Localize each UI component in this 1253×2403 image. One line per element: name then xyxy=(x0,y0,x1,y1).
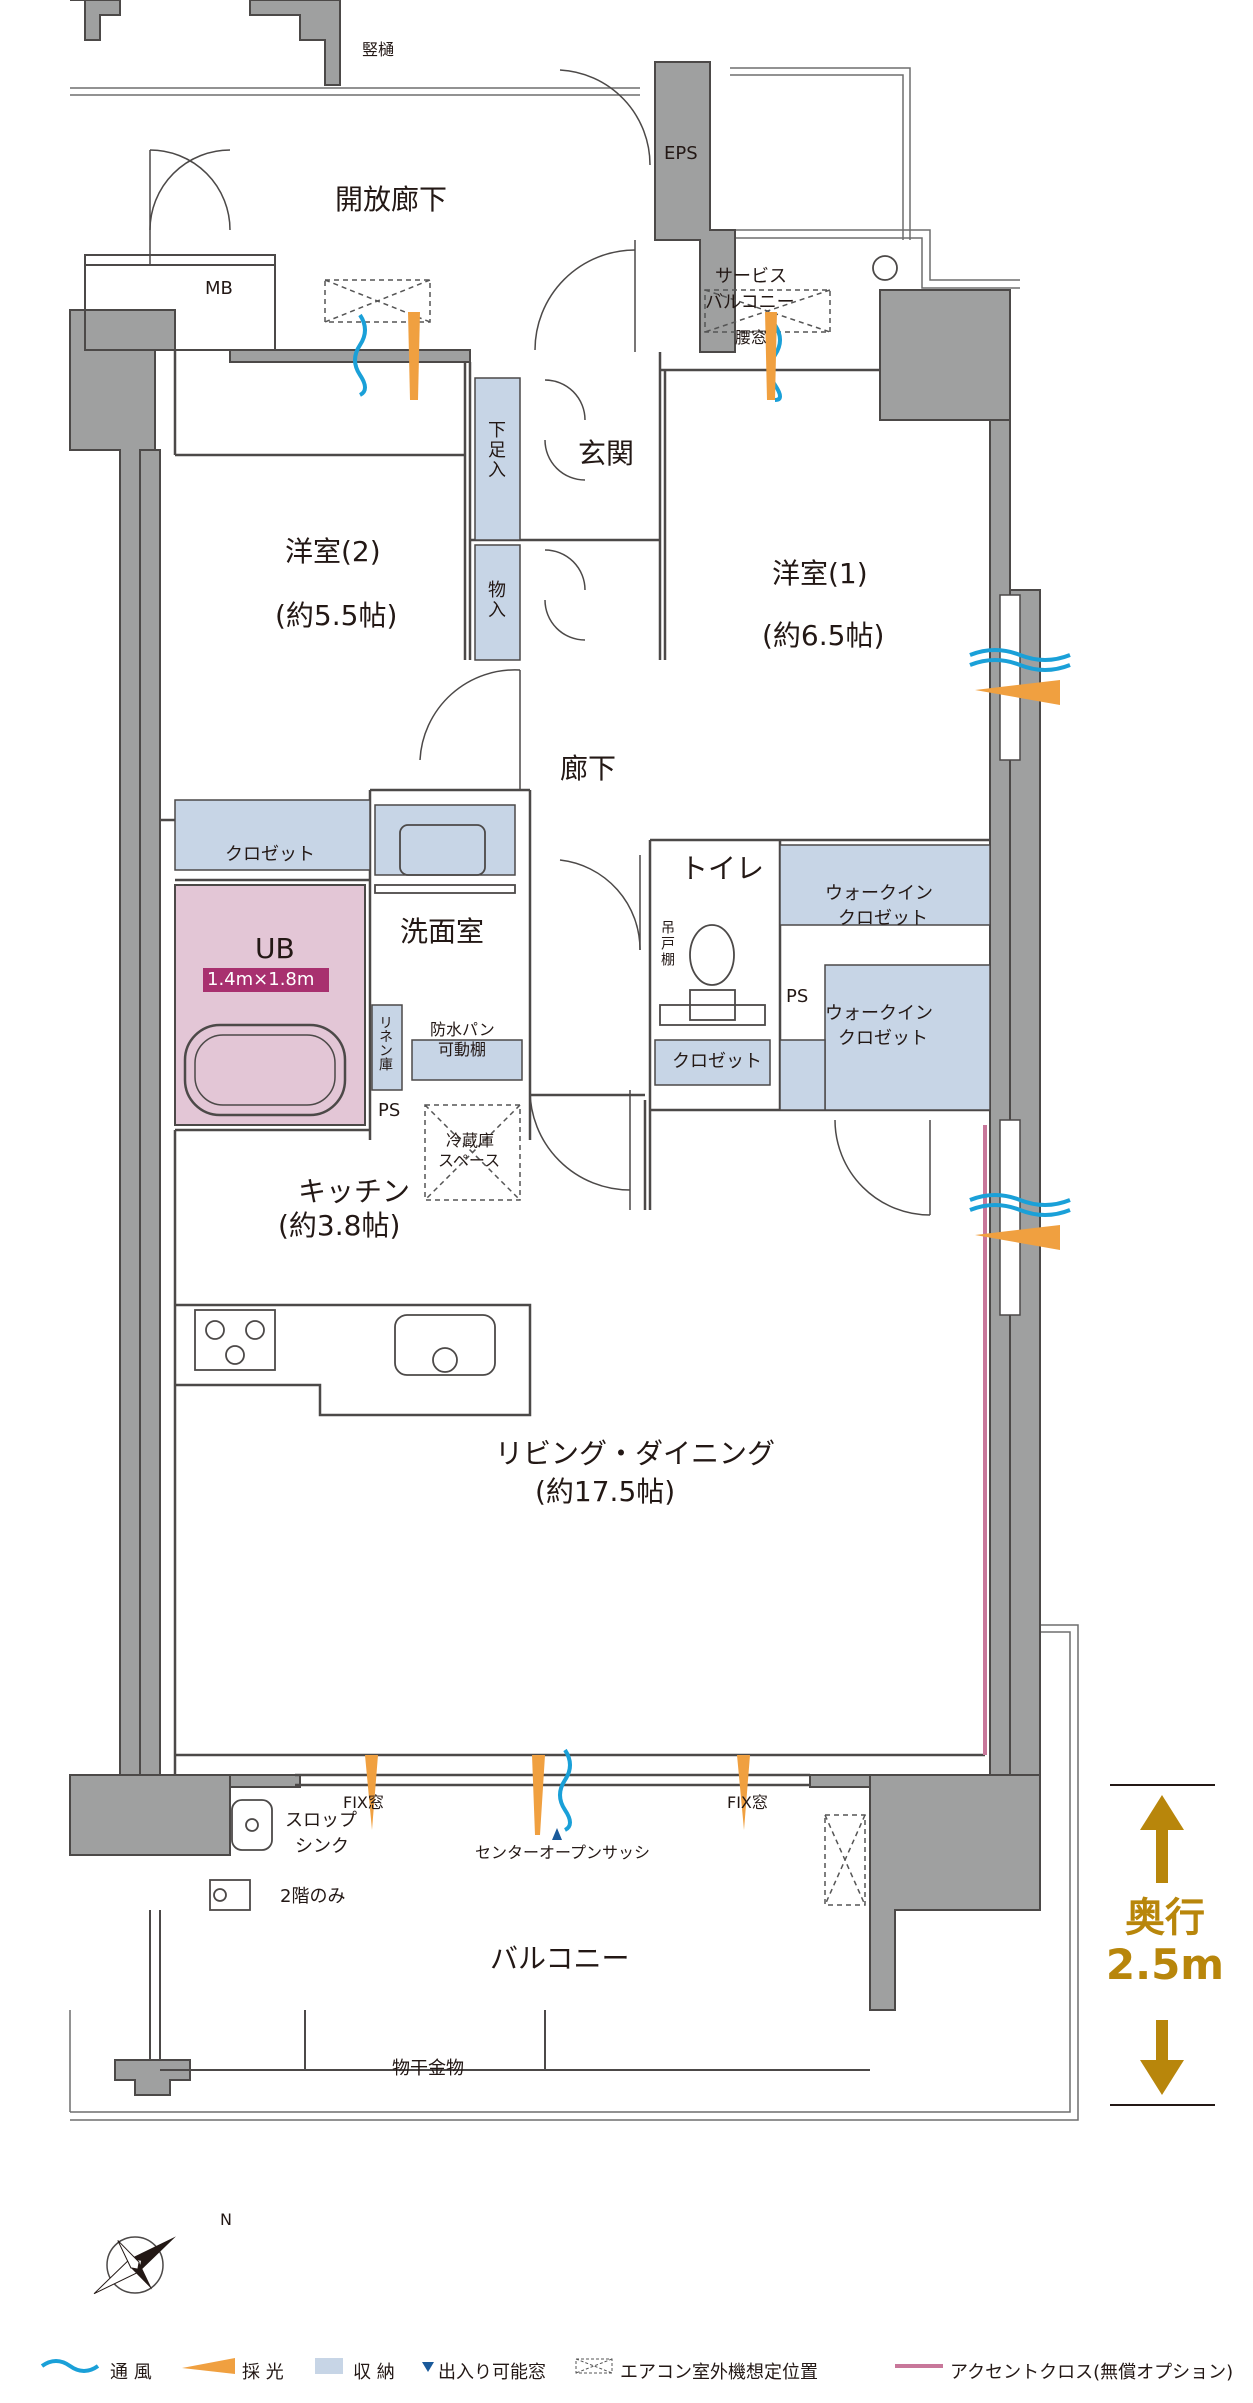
legend-light-label: 採 光 xyxy=(242,2362,284,2383)
legend-accent: アクセントクロス(無償オプション) xyxy=(895,2352,1233,2383)
walk-in-closet-1-line1: ウォークイン xyxy=(825,883,933,904)
ub-size-label: 1.4m×1.8m xyxy=(207,969,315,990)
slop-sink xyxy=(209,255,898,1911)
eps-label: EPS xyxy=(664,143,698,164)
laundry-hanger-label: 物干金物 xyxy=(392,2058,464,2079)
living-size: (約17.5帖) xyxy=(535,1475,676,1508)
dashed-box-icon xyxy=(575,2358,613,2374)
toilet-fixture xyxy=(659,924,766,1026)
second-floor-only-label: 2階のみ xyxy=(280,1886,346,1907)
compass-icon xyxy=(93,2236,176,2295)
fix-window-right-label: FIX窓 xyxy=(727,1793,768,1812)
door-swings xyxy=(149,69,931,1216)
legend-aircon: エアコン室外機想定位置 xyxy=(575,2352,875,2383)
toilet-label: トイレ xyxy=(680,852,765,885)
mb-label: MB xyxy=(205,278,233,299)
washroom-label: 洗面室 xyxy=(400,915,485,948)
open-corridor-label: 開放廊下 xyxy=(335,183,448,216)
depth-indicator xyxy=(1110,1784,1215,2106)
service-balcony-label-2: バルコニー xyxy=(705,292,795,313)
legend-wind-label: 通 風 xyxy=(110,2362,152,2383)
waist-window-label: 腰窓 xyxy=(735,328,768,347)
light-markers xyxy=(365,312,1060,1835)
light-wedge-icon xyxy=(182,2358,235,2374)
depth-value: 2.5m xyxy=(1105,1940,1225,1989)
slop-sink-line1: スロップ xyxy=(285,1810,357,1831)
hallway-label: 廊下 xyxy=(560,752,617,785)
closet-2-label: クロゼット xyxy=(672,1051,762,1072)
right-windows xyxy=(999,594,1021,1316)
fix-window-left-label: FIX窓 xyxy=(343,1793,384,1812)
closet-1-label: クロゼット xyxy=(225,844,315,865)
legend-storage-label: 収 納 xyxy=(353,2362,395,2383)
unit-bath xyxy=(174,884,366,1126)
legend-wind: 通 風 xyxy=(40,2352,190,2383)
fridge-line2: スペース xyxy=(438,1151,501,1170)
linen-label: リネン庫 xyxy=(377,1015,393,1071)
legend-light: 採 光 xyxy=(180,2352,310,2383)
laundry-posts xyxy=(149,1910,870,2071)
ps-label-1: PS xyxy=(786,986,809,1007)
legend-storage: 収 納 xyxy=(315,2352,425,2383)
kitchen-size: (約3.8帖) xyxy=(278,1209,401,1242)
ps-label-2: PS xyxy=(378,1100,401,1121)
legend-door-window-label: 出入り可能窓 xyxy=(438,2362,546,2383)
western-room-2-size: (約5.5帖) xyxy=(275,599,398,632)
western-room-2-label: 洋室(2) xyxy=(285,535,381,568)
ub-label: UB xyxy=(255,932,295,965)
western-room-1-size: (約6.5帖) xyxy=(762,619,885,652)
legend-accent-label: アクセントクロス(無償オプション) xyxy=(950,2362,1234,2383)
fridge-line1: 冷蔵庫 xyxy=(446,1131,495,1150)
service-balcony-label-1: サービス xyxy=(715,266,787,287)
walls xyxy=(69,0,1041,2096)
balcony-label: バルコニー xyxy=(490,1942,630,1975)
kitchen-label: キッチン xyxy=(298,1175,411,1208)
mb-box xyxy=(84,254,276,351)
triangle-icon xyxy=(422,2362,434,2372)
drain-label: 竪樋 xyxy=(362,40,395,59)
wave-icon xyxy=(40,2359,100,2373)
door-window-triangle xyxy=(552,1828,562,1840)
walk-in-closet-2-line2: クロゼット xyxy=(838,1028,928,1049)
waterproof-pan-line2: 可動棚 xyxy=(438,1040,487,1059)
slop-sink-line2: シンク xyxy=(295,1836,349,1857)
wind-markers xyxy=(353,313,1071,1832)
western-room-1-label: 洋室(1) xyxy=(772,557,868,590)
center-open-sash-label: センターオープンサッシ xyxy=(475,1843,651,1862)
living-label: リビング・ダイニング xyxy=(495,1437,776,1470)
storage-areas xyxy=(174,377,991,1111)
waterproof-pan-line1: 防水パン xyxy=(430,1020,495,1039)
accent-line-icon xyxy=(895,2364,943,2368)
hanging-shelf-label: 吊戸棚 xyxy=(659,920,675,968)
walk-in-closet-2-line1: ウォークイン xyxy=(825,1003,933,1024)
outer-outline xyxy=(69,67,1079,2121)
legend-door-window: 出入り可能窓 xyxy=(420,2352,560,2383)
north-label: N xyxy=(220,2210,232,2229)
legend: 通 風 採 光 収 納 出入り可能窓 エアコン室外機想定位置 アクセントクロス(… xyxy=(40,2352,1233,2383)
storage-swatch-icon xyxy=(315,2358,343,2374)
storage-label: 物入 xyxy=(485,580,506,620)
shoe-storage-label: 下足入 xyxy=(485,420,506,480)
kitchen-fixtures xyxy=(194,824,516,1376)
depth-label: 奥行 xyxy=(1125,1895,1205,1941)
entrance-label: 玄関 xyxy=(578,437,635,470)
legend-aircon-label: エアコン室外機想定位置 xyxy=(620,2362,818,2383)
walk-in-closet-1-line2: クロゼット xyxy=(838,908,928,929)
